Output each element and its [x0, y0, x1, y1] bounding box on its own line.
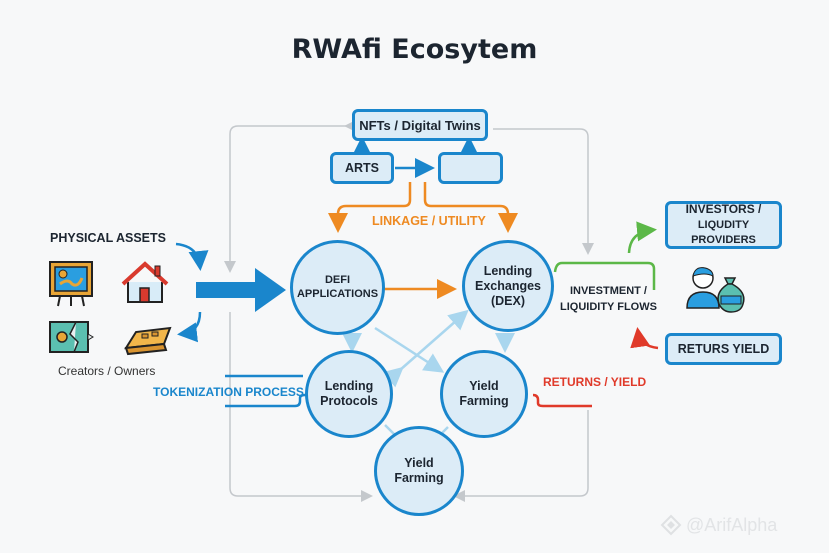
returs-yield-box[interactable]: RETURS YIELD — [665, 333, 782, 365]
gray-loop-top-right — [493, 128, 594, 255]
node-label: Farming — [459, 394, 509, 408]
nfts-digital-twins-box[interactable]: NFTs / Digital Twins — [352, 109, 488, 141]
page-title: RWAfi Ecosytem — [291, 34, 538, 65]
label-line: LIQUDITY PROVIDERS — [691, 219, 756, 247]
investor-money-bag-icon — [686, 267, 745, 313]
node-label: DEFI — [324, 274, 351, 287]
watermark-text: @ArifAlpha — [686, 514, 778, 535]
label-line: INVESTORS / — [685, 202, 762, 217]
node-label: Farming — [394, 471, 444, 485]
node-label: Lending — [324, 379, 374, 393]
gray-loop-top-left — [224, 120, 356, 273]
watermark: @ArifAlpha — [660, 514, 777, 536]
physical-assets-label: PHYSICAL ASSETS — [50, 231, 166, 245]
creators-owners-label: Creators / Owners — [58, 364, 156, 378]
investors-liquidity-providers-box[interactable]: INVESTORS / LIQUDITY PROVIDERS — [665, 201, 782, 249]
gray-loop-bottom-left — [229, 312, 373, 502]
linkage-utility-label: LINKAGE / UTILITY — [372, 214, 486, 228]
tokenization-big-arrow — [196, 268, 286, 312]
node-label: Yield — [404, 456, 434, 470]
node-label: Exchanges — [474, 278, 541, 293]
node-label: Yield — [469, 379, 499, 393]
node-label: APPLICATIONS — [296, 287, 379, 300]
painting-icon — [49, 261, 93, 307]
tokenization-process-label: TOKENIZATION PROCESS — [153, 385, 304, 399]
gray-loop-bottom-right — [453, 410, 589, 502]
land-map-icon — [49, 321, 94, 353]
binance-logo-icon — [660, 514, 682, 536]
returns-yield-label: RETURNS / YIELD — [543, 375, 647, 389]
node-label: Lending — [483, 263, 533, 278]
gold-bar-icon — [124, 326, 172, 356]
empty-asset-box[interactable] — [438, 152, 503, 184]
node-label: (DEX) — [490, 293, 525, 308]
label-line: LIQUIDITY FLOWS — [560, 300, 657, 313]
label-line: INVESTMENT / — [569, 285, 647, 297]
investment-liquidity-flows-label: INVESTMENT / LIQUIDITY FLOWS — [560, 284, 657, 316]
node-label: Protocols — [320, 394, 378, 408]
house-icon — [121, 261, 169, 303]
arts-box[interactable]: ARTS — [330, 152, 394, 184]
